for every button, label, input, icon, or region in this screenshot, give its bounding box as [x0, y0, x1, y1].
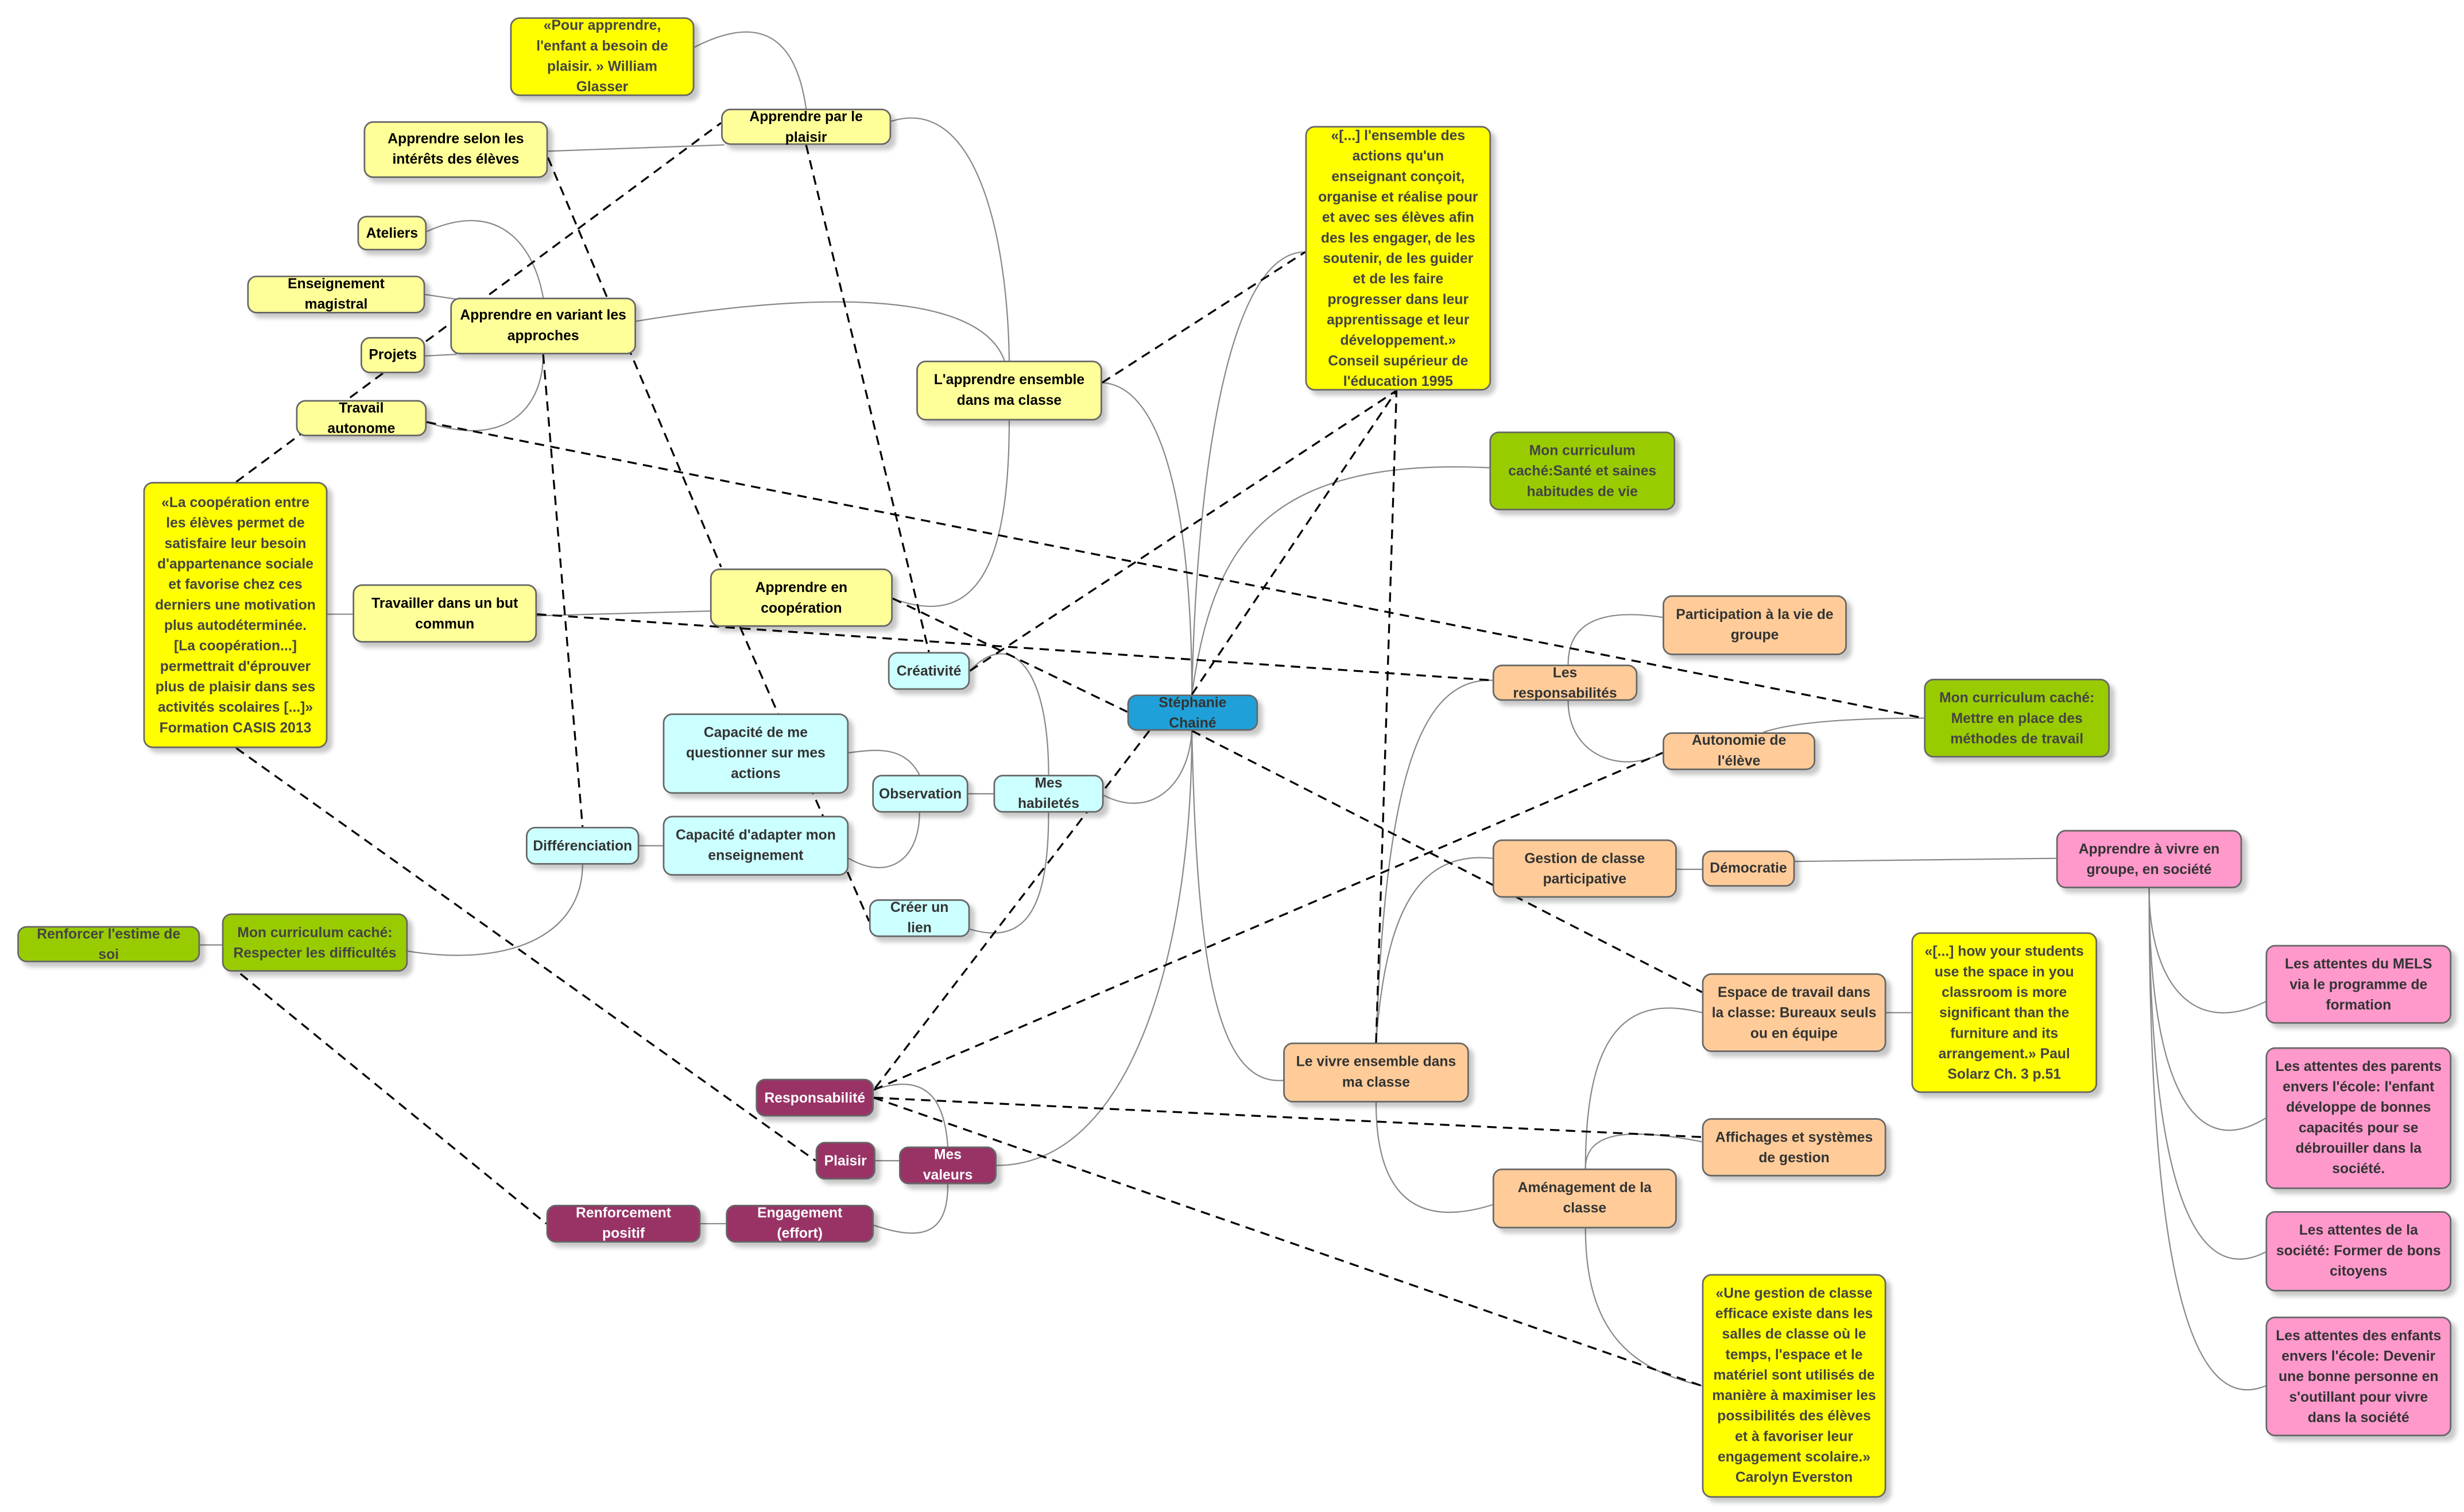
quote-everston[interactable]: «Une gestion de classe efficace existe d… [1702, 1274, 1886, 1498]
node-capacite-questionner[interactable]: Capacité de me questionner sur mes actio… [663, 713, 849, 794]
node-vivre-ensemble[interactable]: Le vivre ensemble dans ma classe [1283, 1042, 1469, 1103]
quote-solarz[interactable]: «[...] how your students use the space i… [1911, 932, 2098, 1093]
node-creativite[interactable]: Créativité [888, 652, 970, 690]
node-projets[interactable]: Projets [361, 337, 425, 373]
node-ateliers[interactable]: Ateliers [357, 215, 427, 251]
node-espace-travail[interactable]: Espace de travail dans la classe: Bureau… [1702, 973, 1886, 1052]
node-autonomie[interactable]: Autonomie de l'élève [1663, 732, 1816, 771]
node-travail-autonome[interactable]: Travail autonome [296, 399, 427, 436]
node-enseignement-magistral[interactable]: Enseignement magistral [247, 275, 425, 314]
node-responsabilites[interactable]: Les responsabilités [1492, 664, 1638, 701]
node-capacite-adapter[interactable]: Capacité d'adapter mon enseignement [663, 815, 849, 876]
node-vivre-groupe[interactable]: Apprendre à vivre en groupe, en société [2056, 830, 2242, 888]
node-apprendre-plaisir[interactable]: Apprendre par le plaisir [721, 108, 892, 145]
node-attentes-societe[interactable]: Les attentes de la société: Former de bo… [2265, 1211, 2452, 1291]
node-curriculum-methodes[interactable]: Mon curriculum caché: Mettre en place de… [1924, 679, 2110, 758]
node-renforcement-positif[interactable]: Renforcement positif [546, 1205, 701, 1243]
node-but-commun[interactable]: Travailler dans un but commun [352, 584, 537, 643]
node-plaisir[interactable]: Plaisir [815, 1142, 875, 1180]
node-participation[interactable]: Participation à la vie de groupe [1663, 595, 1847, 655]
node-curriculum-difficultes[interactable]: Mon curriculum caché: Respecter les diff… [222, 913, 408, 972]
node-apprendre-ensemble[interactable]: L'apprendre ensemble dans ma classe [916, 361, 1102, 421]
node-affichages[interactable]: Affichages et systèmes de gestion [1702, 1118, 1886, 1177]
central-node[interactable]: Stéphanie Chainé [1127, 694, 1258, 731]
solid-links [200, 31, 2267, 1391]
node-responsabilite[interactable]: Responsabilité [756, 1078, 874, 1117]
quote-cooperation[interactable]: «La coopération entre les élèves permet … [143, 482, 328, 748]
node-mes-valeurs[interactable]: Mes valeurs [898, 1146, 997, 1185]
node-estime-soi[interactable]: Renforcer l'estime de soi [17, 925, 200, 962]
quote-conseil[interactable]: «[...] l'ensemble des actions qu'un ense… [1305, 126, 1491, 391]
node-attentes-mels[interactable]: Les attentes du MELS via le programme de… [2265, 945, 2452, 1024]
node-curriculum-sante[interactable]: Mon curriculum caché:Santé et saines hab… [1489, 431, 1676, 511]
node-observation[interactable]: Observation [872, 775, 968, 813]
node-cooperation[interactable]: Apprendre en coopération [710, 569, 893, 627]
node-creer-lien[interactable]: Créer un lien [869, 899, 970, 937]
node-mes-habiletes[interactable]: Mes habiletés [993, 775, 1104, 813]
node-engagement[interactable]: Engagement (effort) [726, 1205, 874, 1243]
node-gestion-participative[interactable]: Gestion de classe participative [1492, 839, 1677, 898]
node-attentes-parents[interactable]: Les attentes des parents envers l'école:… [2265, 1047, 2452, 1189]
node-democratie[interactable]: Démocratie [1702, 850, 1795, 887]
node-varier-approches[interactable]: Apprendre en variant les approches [450, 297, 636, 355]
node-amenagement[interactable]: Aménagement de la classe [1492, 1168, 1677, 1229]
quote-glasser[interactable]: «Pour apprendre, l'enfant a besoin de pl… [510, 17, 695, 96]
node-attentes-enfants[interactable]: Les attentes des enfants envers l'école:… [2265, 1316, 2452, 1437]
node-selon-interets[interactable]: Apprendre selon les intérêts des élèves [363, 121, 548, 178]
node-differenciation[interactable]: Différenciation [525, 826, 640, 865]
